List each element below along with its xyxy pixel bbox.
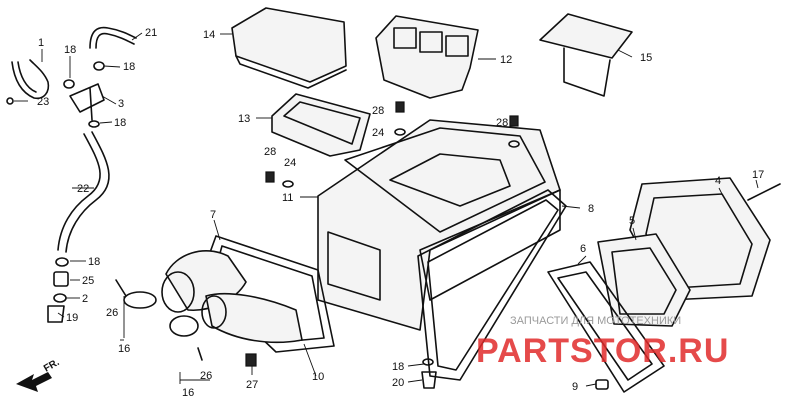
- callout-9: 9: [572, 381, 578, 393]
- clamp-26a: [123, 291, 157, 309]
- callout-19: 19: [66, 312, 78, 324]
- hose-1: [11, 59, 50, 100]
- callout-28-a: 28: [264, 146, 276, 158]
- clamp-18b: [93, 61, 105, 71]
- fr-label: FR.: [42, 357, 62, 375]
- callout-18-a: 18: [64, 44, 76, 56]
- bolt-set-28-left: [394, 101, 406, 136]
- callout-6: 6: [580, 243, 586, 255]
- callout-14: 14: [203, 29, 215, 41]
- callout-5: 5: [629, 215, 635, 227]
- callout-15: 15: [640, 52, 652, 64]
- callout-28-b: 28: [372, 105, 384, 117]
- plug-23: [6, 97, 14, 105]
- callout-16-a: 16: [118, 343, 130, 355]
- callout-18-d: 18: [88, 256, 100, 268]
- plug-20: [421, 371, 437, 389]
- callout-4: 4: [715, 175, 721, 187]
- clamp-18a: [63, 79, 75, 89]
- callout-10: 10: [312, 371, 324, 383]
- callout-8: 8: [588, 203, 594, 215]
- callout-25: 25: [82, 275, 94, 287]
- callout-12: 12: [500, 54, 512, 66]
- callout-11: 11: [282, 192, 293, 204]
- air-box-housing: [317, 119, 561, 331]
- callout-24-a: 24: [284, 157, 296, 169]
- joint-3: [69, 83, 105, 113]
- callout-20: 20: [392, 377, 404, 389]
- plug-25: [53, 271, 69, 287]
- callout-18-e: 18: [392, 361, 404, 373]
- callout-16-b: 16: [182, 387, 194, 399]
- drain-19: [47, 305, 65, 323]
- callout-27: 27: [246, 379, 258, 391]
- watermark-subtitle: ЗАПЧАСТИ ДЛЯ МОТОТЕХНИКИ: [510, 315, 681, 327]
- watermark-logo: PARTSTOR.RU: [476, 332, 729, 370]
- front-arrow-icon: [16, 372, 52, 392]
- callout-13: 13: [238, 113, 250, 125]
- clamp-26b: [169, 315, 199, 337]
- callout-17: 17: [752, 169, 764, 181]
- gasket-8: [417, 189, 567, 381]
- callout-26-a: 26: [106, 307, 118, 319]
- callout-7: 7: [210, 209, 216, 221]
- clamp-18c: [88, 120, 100, 128]
- hose-22: [57, 133, 101, 251]
- ring-2: [53, 293, 67, 303]
- screw-17: [747, 183, 781, 201]
- callout-28-c: 28: [496, 117, 508, 129]
- nut-27: [245, 353, 257, 367]
- boot-lower: [205, 292, 303, 344]
- duct-15: [539, 13, 633, 97]
- cap-9: [595, 379, 609, 390]
- callout-21: 21: [145, 27, 157, 39]
- callout-1: 1: [38, 37, 44, 49]
- leader-lines: [14, 32, 759, 387]
- callout-22: 22: [77, 183, 89, 195]
- bolt-set-28-right: [508, 115, 520, 148]
- callout-2: 2: [82, 293, 88, 305]
- callout-18-c: 18: [114, 117, 126, 129]
- callout-24-b: 24: [372, 127, 384, 139]
- clamp-18e: [422, 358, 434, 366]
- housing-11: [317, 119, 561, 331]
- cover-12: [375, 15, 479, 99]
- frame-6: [547, 261, 665, 393]
- hose-21: [95, 32, 135, 49]
- bolt-set-28-mid: [265, 171, 294, 188]
- callout-26-b: 26: [200, 370, 212, 382]
- callout-3: 3: [118, 98, 124, 110]
- clamp-18d: [55, 257, 69, 267]
- element-5: [597, 233, 691, 327]
- hose-assembly-left: [6, 26, 137, 323]
- callout-23: 23: [37, 96, 49, 108]
- callout-labels: 1 18 21 18 23 3 18 22 18 25 2 19 26 16 7…: [37, 27, 764, 399]
- front-direction-indicator: FR.: [16, 357, 62, 392]
- callout-18-b: 18: [123, 61, 135, 73]
- cover-14: [231, 7, 347, 89]
- intake-boots: [115, 250, 303, 361]
- duct-13: [271, 93, 371, 157]
